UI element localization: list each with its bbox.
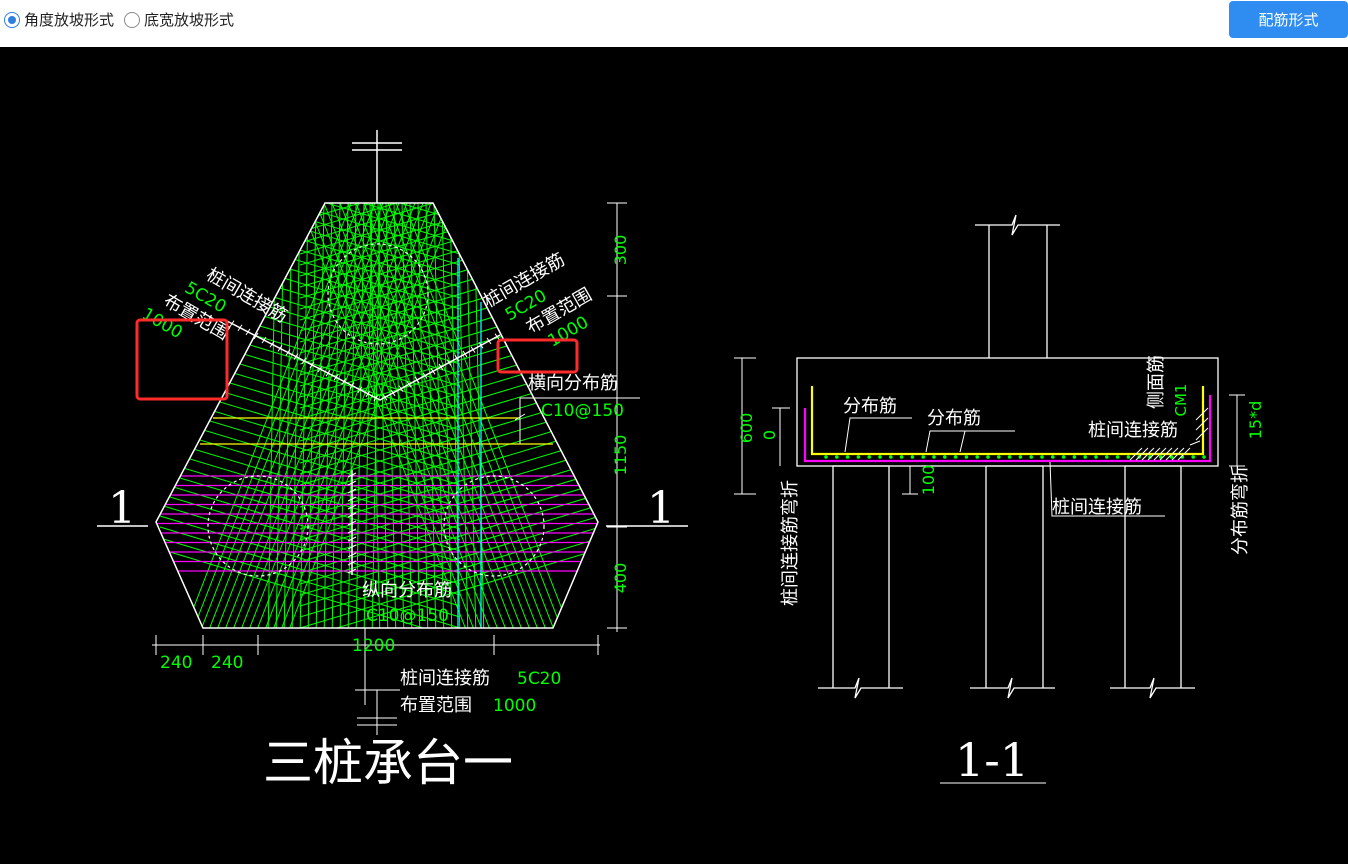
sec-dim-100: 100	[919, 465, 938, 496]
sec-label-distribution-1: 分布筋	[843, 396, 897, 417]
label-longitudinal-value: C10@150	[366, 606, 449, 626]
radio-width-slope-label[interactable]: 底宽放坡形式	[144, 11, 235, 29]
dim-300: 300	[611, 235, 630, 266]
highlight-box-right	[496, 338, 579, 374]
section-leaders	[734, 357, 1245, 784]
sec-label-connect-bend: 桩间连接筋弯折	[780, 480, 801, 606]
plan-rebar-hatch	[156, 203, 598, 628]
dim-240-a: 240	[160, 653, 192, 673]
sec-label-side: 侧面筋	[1146, 355, 1167, 409]
sec-label-side-value: CM1	[1172, 384, 1190, 417]
section-title: 1-1	[955, 733, 1029, 787]
toolbar: 角度放坡形式 底宽放坡形式 配筋形式	[0, 0, 1348, 48]
dim-1150: 1150	[611, 435, 630, 476]
label-transverse: 横向分布筋	[528, 373, 618, 394]
dim-400: 400	[611, 563, 630, 594]
section-column	[975, 214, 1060, 358]
dimension-right	[607, 202, 627, 632]
sec-label-connect-bottom: 桩间连接筋	[1052, 497, 1142, 518]
label-left-group: 桩间连接筋 5C20 布置范围 1000	[138, 264, 291, 344]
cad-drawing-canvas: 1 1 300 1150 400 240 240 120	[0, 47, 1348, 864]
pile-circle-left	[207, 475, 309, 577]
section-mark-left: 1	[108, 483, 136, 534]
radio-unchecked-icon[interactable]	[124, 11, 141, 28]
rebar-magenta-section	[803, 395, 1212, 463]
sec-label-dist-bend: 分布筋弯折	[1230, 465, 1251, 555]
pile-cap-outline	[155, 202, 599, 629]
sec-label-connect-right: 桩间连接筋	[1088, 420, 1178, 441]
sec-dim-600: 600	[737, 413, 756, 444]
radio-angle-slope[interactable]: 角度放坡形式	[4, 9, 114, 30]
rebar-form-button[interactable]: 配筋形式	[1229, 1, 1348, 38]
section-view: 600 0 100 桩间连接筋弯折 分布筋 分布筋 桩间连接筋 桩间连接筋 侧面…	[734, 214, 1265, 787]
cad-drawing-svg: 1 1 300 1150 400 240 240 120	[97, 130, 1265, 792]
rebar-magenta-band	[156, 475, 598, 572]
radio-checked-icon[interactable]	[4, 11, 20, 28]
section-piles	[818, 465, 1195, 699]
label-bottom-range: 布置范围	[400, 695, 472, 716]
label-longitudinal: 纵向分布筋	[362, 580, 452, 601]
rebar-ticks	[229, 320, 500, 574]
sec-dim-0: 0	[760, 430, 779, 440]
column-stub-top	[352, 130, 402, 203]
sec-label-distribution-2: 分布筋	[927, 408, 981, 429]
label-bottom-connect-value: 5C20	[517, 669, 561, 689]
pile-circles	[207, 243, 545, 577]
section-hatch	[1129, 407, 1209, 461]
label-bottom-range-value: 1000	[493, 696, 536, 716]
sec-label-15d: 15*d	[1246, 401, 1265, 440]
dim-240-b: 240	[211, 653, 243, 673]
leader-lines	[514, 397, 640, 444]
radio-width-slope[interactable]: 底宽放坡形式	[124, 9, 234, 30]
plan-view: 1 1 300 1150 400 240 240 120	[97, 130, 688, 792]
plan-title: 三桩承台一	[263, 734, 513, 792]
rebar-yellow-section	[810, 386, 1205, 456]
highlight-box-left	[135, 318, 229, 401]
pile-circle-right	[443, 475, 545, 577]
radio-angle-slope-label[interactable]: 角度放坡形式	[24, 11, 115, 29]
dimension-bottom	[152, 628, 600, 735]
rebar-yellow-lines	[200, 417, 553, 445]
label-bottom-connect: 桩间连接筋	[400, 668, 490, 689]
section-mark-right: 1	[647, 483, 675, 534]
pile-circle-top	[327, 243, 429, 345]
rebar-dots	[824, 455, 1206, 459]
dim-1200: 1200	[352, 636, 395, 656]
slope-type-radio-group: 角度放坡形式 底宽放坡形式	[4, 9, 244, 30]
label-transverse-value: C10@150	[541, 401, 624, 421]
